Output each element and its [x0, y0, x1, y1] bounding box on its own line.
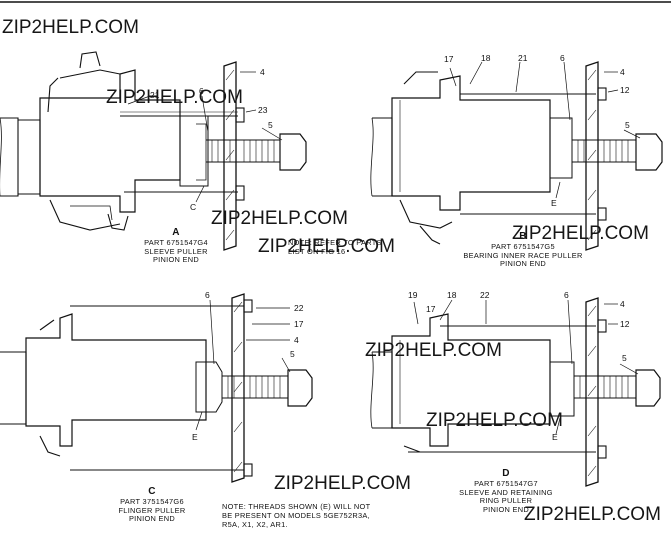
view-a-drawing: [0, 51, 307, 251]
callout: 5: [625, 120, 630, 130]
callout: 4: [260, 67, 265, 77]
callout: E: [551, 198, 557, 208]
callout: 12: [620, 319, 630, 329]
callout: 22: [480, 290, 490, 300]
callout: 19: [408, 290, 418, 300]
callout: 12: [620, 85, 630, 95]
view-letter: D: [502, 468, 510, 479]
view-d-drawing: [370, 297, 661, 487]
watermark: ZIP2HELP.COM: [524, 504, 661, 525]
view-c-caption: C PART 3751547G6 FLINGER PULLER PINION E…: [104, 486, 200, 524]
callout: 22: [294, 303, 304, 313]
callout: 17: [444, 54, 454, 64]
callout: 23: [258, 105, 268, 115]
callout: 17: [426, 304, 436, 314]
note-line: LIST ON FIG 16: [288, 247, 346, 256]
callout: 5: [622, 353, 627, 363]
callout: 5: [268, 120, 273, 130]
watermark: ZIP2HELP.COM: [274, 473, 411, 494]
callout: 6: [199, 86, 204, 96]
view-b-caption: B PART 6751547G5 BEARING INNER RACE PULL…: [448, 231, 598, 269]
callout: 18: [481, 53, 491, 63]
caption-line: PART 3751547G6: [120, 497, 184, 506]
caption-line: FLINGER PULLER: [118, 505, 186, 515]
callout: 4: [620, 299, 625, 309]
view-c-callouts: 6 22 17 4 5 E: [192, 290, 304, 442]
view-d-caption: D PART 6751547G7 SLEEVE AND RETAINING RI…: [448, 468, 564, 514]
callout: 6: [560, 53, 565, 63]
watermark: ZIP2HELP.COM: [2, 17, 139, 38]
callout: 5: [290, 349, 295, 359]
caption-line: PART 6751547G5: [491, 242, 555, 251]
view-letter: A: [172, 227, 180, 238]
note-line: NOTE: THREADS SHOWN (E) WILL NOT: [222, 502, 371, 511]
caption-line: PINION END: [499, 259, 547, 269]
watermark: ZIP2HELP.COM: [106, 87, 243, 108]
view-c-drawing: [0, 293, 313, 483]
watermark: ZIP2HELP.COM: [211, 208, 348, 229]
caption-line: RING PULLER: [479, 496, 533, 506]
refer-parts-note: NOTE: REFER TO PARTS LIST ON FIG 16: [288, 238, 382, 256]
watermark: ZIP2HELP.COM: [365, 340, 502, 361]
view-d-callouts: 19 18 22 6 4 12 5 E 17: [408, 290, 630, 442]
caption-line: PART 6751547G7: [474, 479, 538, 488]
caption-line: PINION END: [128, 514, 176, 524]
note-line: NOTE: REFER TO PARTS: [288, 238, 382, 247]
caption-line: PINION END: [482, 504, 530, 514]
watermark: ZIP2HELP.COM: [426, 410, 563, 431]
callout: 6: [205, 290, 210, 300]
note-line: R5A, X1, X2, AR1.: [222, 520, 288, 529]
view-a-caption: A PART 6751547G4 SLEEVE PULLER PINION EN…: [128, 227, 224, 265]
caption-line: PINION END: [152, 255, 200, 265]
threads-note: NOTE: THREADS SHOWN (E) WILL NOT BE PRES…: [222, 502, 370, 529]
callout: 4: [294, 335, 299, 345]
watermark: ZIP2HELP.COM: [512, 223, 649, 244]
watermark: ZIP2HELP.COM: [258, 236, 395, 257]
caption-line: PART 6751547G4: [144, 238, 208, 247]
view-a-callouts: 4 21 6 23 5 C: [150, 67, 273, 212]
callout: E: [192, 432, 198, 442]
callout: 4: [620, 67, 625, 77]
view-b-drawing: [370, 61, 663, 251]
callout: 17: [294, 319, 304, 329]
view-letter: B: [519, 231, 527, 242]
callout: E: [552, 432, 558, 442]
callout: C: [190, 202, 196, 212]
callout: 21: [150, 90, 160, 100]
callout: 21: [518, 53, 528, 63]
note-line: BE PRESENT ON MODELS 5GE752R3A,: [222, 511, 370, 520]
callout: 18: [447, 290, 457, 300]
callout: 6: [564, 290, 569, 300]
view-letter: C: [148, 486, 156, 497]
caption-line: SLEEVE PULLER: [144, 246, 208, 256]
caption-line: BEARING INNER RACE PULLER: [463, 250, 583, 260]
view-b-callouts: 17 18 21 6 4 12 5 E: [444, 53, 630, 208]
caption-line: SLEEVE AND RETAINING: [459, 487, 553, 497]
